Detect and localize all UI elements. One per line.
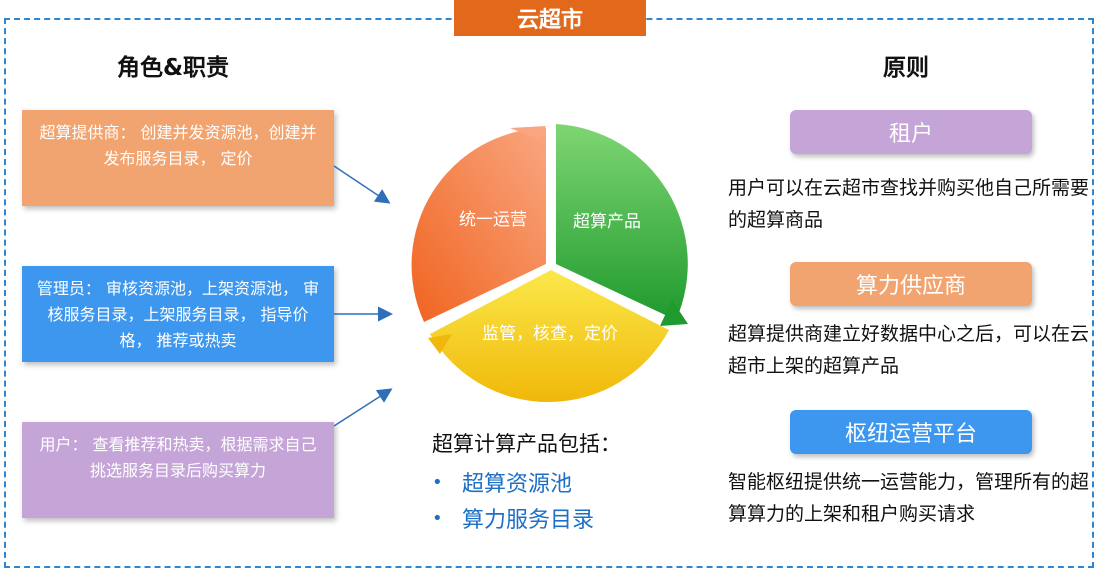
page-title: 云超市	[454, 0, 646, 36]
wheel-label-product: 超算产品	[573, 212, 641, 232]
principle-platform-text: 智能枢纽提供统一运营能力，管理所有的超算算力的上架和租户购买请求	[728, 471, 1090, 525]
principle-tenant-text: 用户可以在云超市查找并购买他自己所需要的超算商品	[728, 177, 1090, 231]
role-user-text: 用户： 查看推荐和热卖，根据需求自己挑选服务目录后购买算力	[39, 435, 317, 480]
wheel-segment-product	[556, 124, 688, 320]
roles-heading: 角色&职责	[117, 55, 230, 81]
bullet-icon: •	[432, 471, 443, 493]
wheel-arrow-yellow	[428, 334, 452, 354]
principle-platform-pill: 枢纽运营平台	[790, 410, 1032, 454]
principle-supplier-pill: 算力供应商	[790, 262, 1032, 306]
wheel-label-ops: 统一运营	[459, 210, 527, 230]
wheel-arrow-orange	[510, 126, 546, 140]
role-provider-text: 超算提供商： 创建并发资源池，创建并发布服务目录， 定价	[39, 123, 317, 168]
wheel-arrow-green	[660, 300, 688, 326]
role-provider-box: 超算提供商： 创建并发资源池，创建并发布服务目录， 定价	[22, 110, 334, 206]
role-admin-text: 管理员： 审核资源池，上架资源池， 审核服务目录，上架服务目录， 指导价格， 推…	[36, 279, 320, 350]
wheel-label-supervise: 监管，核查，定价	[482, 324, 618, 344]
bullet-icon: •	[432, 507, 443, 529]
principle-tenant-pill: 租户	[790, 110, 1032, 154]
product-item: • 超算资源池	[432, 466, 572, 498]
wheel-segment-supervise	[430, 270, 669, 403]
role-user-box: 用户： 查看推荐和热卖，根据需求自己挑选服务目录后购买算力	[22, 422, 334, 518]
principle-supplier-text: 超算提供商建立好数据中心之后，可以在云超市上架的超算产品	[728, 323, 1090, 377]
wheel-segment-ops	[411, 128, 546, 322]
user-connector-arrow	[333, 388, 393, 427]
product-item-label: 算力服务目录	[462, 508, 595, 533]
product-item: • 算力服务目录	[432, 502, 594, 534]
principles-heading: 原则	[883, 55, 929, 81]
product-item-label: 超算资源池	[462, 472, 573, 497]
role-admin-box: 管理员： 审核资源池，上架资源池， 审核服务目录，上架服务目录， 指导价格， 推…	[22, 266, 334, 362]
provider-connector-arrow	[333, 165, 391, 204]
products-heading: 超算计算产品包括：	[432, 432, 621, 456]
